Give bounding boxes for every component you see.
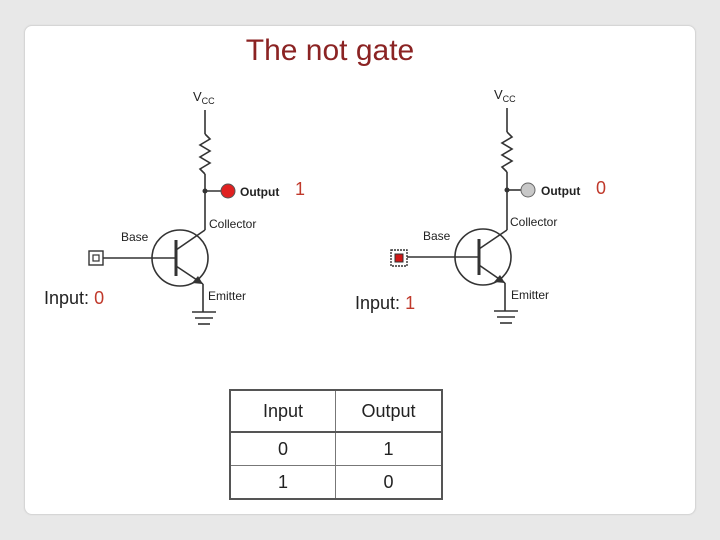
input-switch-indicator-left: [92, 254, 100, 262]
output-led-right: [520, 182, 536, 198]
circuit-left: [103, 110, 222, 325]
collector-label-right: Collector: [510, 215, 557, 229]
base-dot-right: [504, 187, 510, 193]
collector-label-left: Collector: [209, 217, 256, 231]
base-label-right: Base: [423, 229, 451, 243]
header-output: Output: [335, 389, 443, 433]
emitter-arrow-right: [494, 275, 505, 283]
emitter-label-right: Emitter: [511, 288, 549, 302]
truth-table-header: Input Output: [229, 389, 443, 433]
truth-table: Input Output 0 1 1 0: [229, 389, 443, 500]
cell-output: 0: [335, 465, 443, 500]
base-dot-left: [202, 188, 208, 194]
output-value-right: 0: [596, 178, 607, 198]
table-row: 1 0: [229, 465, 443, 500]
resistor-left: [198, 133, 212, 175]
svg-text:VCC: VCC: [494, 87, 516, 104]
svg-text:VCC: VCC: [193, 89, 215, 106]
resistor-right: [500, 131, 514, 173]
circuit-right: [405, 108, 522, 324]
output-led-left: [220, 183, 236, 199]
input-label-left: Input: 0: [44, 288, 105, 308]
page-title: The not gate: [245, 34, 415, 67]
cell-output: 1: [335, 431, 443, 466]
output-label-right: Output: [541, 184, 580, 198]
output-label-left: Output: [240, 185, 279, 199]
base-label-left: Base: [121, 230, 149, 244]
emitter-label-left: Emitter: [208, 289, 246, 303]
emitter-arrow-left: [192, 276, 203, 284]
cell-input: 1: [229, 465, 336, 500]
output-value-left: 1: [295, 179, 306, 199]
header-input: Input: [229, 389, 336, 433]
input-label-right: Input: 1: [355, 293, 416, 313]
cell-input: 0: [229, 431, 336, 466]
table-row: 0 1: [229, 431, 443, 466]
input-switch-indicator-right: [394, 253, 404, 263]
